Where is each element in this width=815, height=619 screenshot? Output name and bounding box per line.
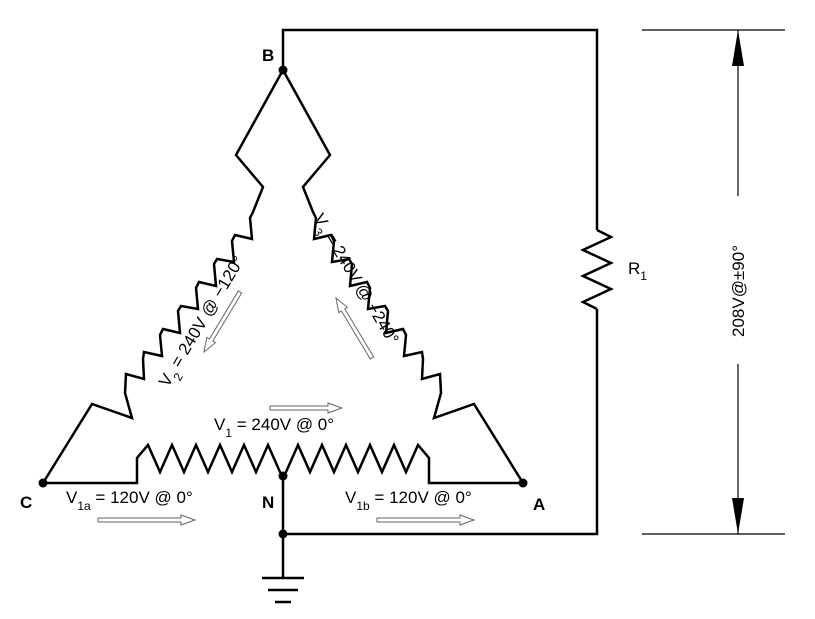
- arrow-down-icon: [732, 498, 744, 534]
- node-dots: [38, 65, 528, 539]
- v1-label: V1 = 240V @ 0°: [214, 415, 334, 440]
- resistor-label: R1: [628, 259, 647, 283]
- junction-dot: [278, 529, 288, 539]
- node-a-label: A: [533, 495, 545, 514]
- node-b-label: B: [262, 46, 274, 65]
- v3-direction-arrow: [335, 296, 375, 360]
- resistor-r1: [580, 228, 614, 311]
- v2-label: V2 = 240V @ −120°: [155, 253, 253, 394]
- v1b-direction-arrow: [376, 514, 476, 526]
- v1a-label: V1a = 120V @ 0°: [66, 488, 193, 513]
- node-c-dot: [38, 478, 48, 488]
- v1a-direction-arrow: [97, 514, 197, 526]
- voltage-measurement: 208V@±90°: [642, 29, 785, 535]
- node-n-dot: [278, 471, 288, 481]
- circuit-wiring: [41, 28, 614, 604]
- winding-v2: [41, 69, 285, 484]
- v2-direction-arrow: [203, 290, 243, 354]
- node-a-dot: [518, 478, 528, 488]
- top-wire: [281, 28, 599, 230]
- measurement-label: 208V@±90°: [729, 245, 748, 337]
- node-b-dot: [278, 65, 288, 75]
- arrow-up-icon: [732, 30, 744, 66]
- winding-v3: [281, 69, 525, 484]
- v1-direction-arrow: [269, 402, 344, 414]
- bottom-wire: [283, 309, 599, 536]
- v1b-label: V1b = 120V @ 0°: [345, 488, 472, 513]
- node-c-label: C: [20, 493, 32, 512]
- node-n-label: N: [262, 493, 274, 512]
